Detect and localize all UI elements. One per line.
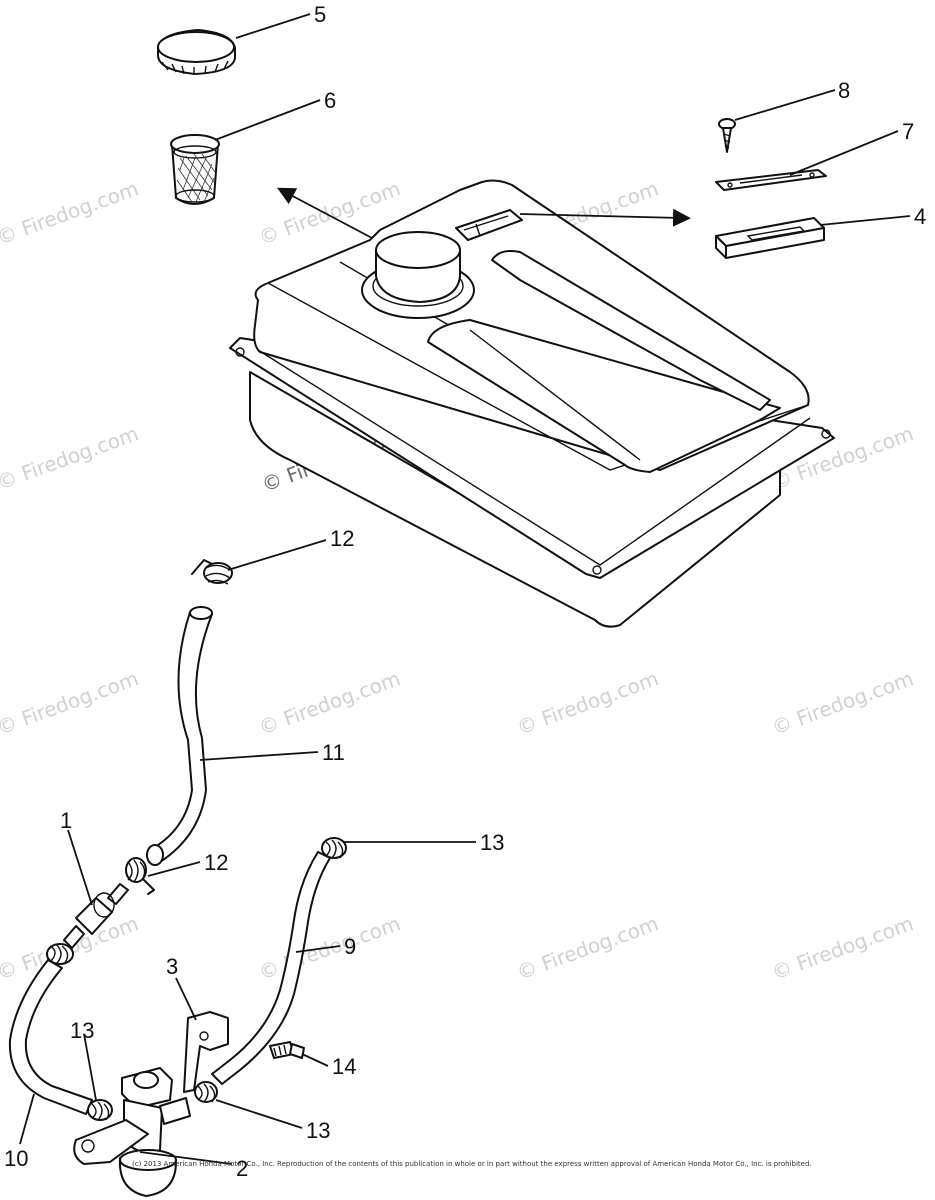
tube-clip-left[interactable] xyxy=(46,943,74,965)
copyright-notice: (c) 2013 American Honda Motor Co., Inc. … xyxy=(132,1160,812,1168)
fuel-tank[interactable] xyxy=(229,179,835,628)
fuel-tube-return[interactable] xyxy=(211,837,347,1085)
callout-12-upper[interactable]: 12 xyxy=(330,526,354,551)
tube-clip-cock-right[interactable] xyxy=(194,1081,218,1103)
tube-clip-cock-left[interactable] xyxy=(87,1099,113,1121)
watermark: © Firedog.com xyxy=(769,911,917,984)
tube-clip-lower[interactable] xyxy=(125,857,155,895)
callout-4[interactable]: 4 xyxy=(914,204,926,229)
fuel-cock-bracket[interactable] xyxy=(183,1011,229,1093)
callout-13-left[interactable]: 13 xyxy=(70,1018,94,1043)
watermark: © Firedog.com xyxy=(256,666,404,739)
leader-lines xyxy=(19,13,911,1165)
fuel-cock-valve[interactable] xyxy=(73,1067,191,1197)
callout-13-upper[interactable]: 13 xyxy=(480,830,504,855)
watermark: © Firedog.com xyxy=(0,666,141,739)
tapping-screw[interactable] xyxy=(718,118,736,153)
watermark: © Firedog.com xyxy=(0,176,141,249)
callout-9[interactable]: 9 xyxy=(344,934,356,959)
callout-3[interactable]: 3 xyxy=(166,954,178,979)
tank-cushion-rubber[interactable] xyxy=(715,217,825,259)
fuel-filler-cap[interactable] xyxy=(157,29,236,75)
watermark: © Firedog.com xyxy=(514,911,662,984)
callout-13-right[interactable]: 13 xyxy=(306,1118,330,1143)
watermark: © Firedog.com xyxy=(769,666,917,739)
watermark: © Firedog.com xyxy=(514,666,662,739)
callout-14[interactable]: 14 xyxy=(332,1054,356,1079)
fuel-filter-strainer[interactable] xyxy=(170,134,220,205)
fuel-filter-inline[interactable] xyxy=(63,883,129,949)
callout-1[interactable]: 1 xyxy=(60,808,72,833)
callout-12-lower[interactable]: 12 xyxy=(204,850,228,875)
fuel-gauge-setting-plate[interactable] xyxy=(715,169,827,191)
callout-10[interactable]: 10 xyxy=(4,1146,28,1171)
callout-11[interactable]: 11 xyxy=(322,740,345,765)
callout-6[interactable]: 6 xyxy=(324,88,336,113)
callout-8[interactable]: 8 xyxy=(838,78,850,103)
callout-5[interactable]: 5 xyxy=(314,2,326,27)
callout-7[interactable]: 7 xyxy=(902,119,914,144)
flange-bolt[interactable] xyxy=(269,1041,305,1059)
tube-clip-upper[interactable] xyxy=(191,559,233,585)
watermark: © Firedog.com xyxy=(0,421,141,494)
callout-labels: 5 6 8 7 4 12 11 1 12 13 9 3 13 14 13 10 … xyxy=(4,2,926,1181)
fuel-tube-tank-side[interactable] xyxy=(146,606,213,866)
callout-2[interactable]: 2 xyxy=(236,1156,248,1181)
